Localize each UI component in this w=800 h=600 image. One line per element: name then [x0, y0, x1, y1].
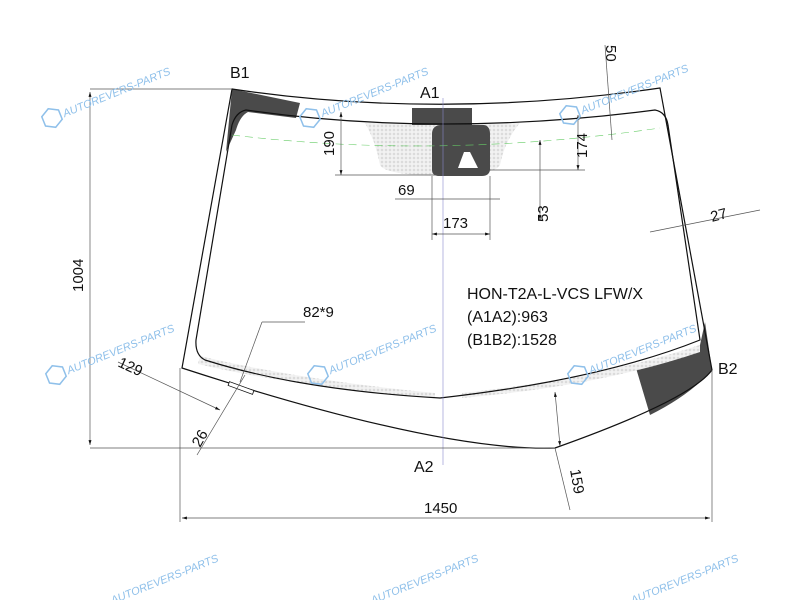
label-a1: A1 [420, 85, 440, 102]
part-code: HON-T2A-L-VCS LFW/X [467, 286, 643, 303]
a1a2-length: (A1A2):963 [467, 309, 548, 326]
frit-inner-line [195, 109, 701, 399]
dim-label-1004: 1004 [70, 259, 87, 292]
dim-label-slot: 82*9 [303, 304, 334, 321]
watermark: AUTOREVERS-PARTS [628, 553, 741, 600]
dim-label-159: 159 [566, 468, 587, 496]
label-b1: B1 [230, 65, 250, 82]
svg-text:AUTOREVERS-PARTS: AUTOREVERS-PARTS [578, 63, 691, 118]
watermark: AUTOREVERS-PARTS [44, 323, 177, 386]
watermark: AUTOREVERS-PARTS [298, 66, 431, 129]
svg-text:AUTOREVERS-PARTS: AUTOREVERS-PARTS [60, 66, 173, 121]
dim-label-26: 26 [189, 427, 212, 450]
slot [227, 381, 255, 395]
dim-label-53: 53 [535, 205, 552, 222]
watermark-logo-icon [306, 364, 330, 386]
svg-text:AUTOREVERS-PARTS: AUTOREVERS-PARTS [108, 553, 221, 600]
dim-1004 [88, 88, 555, 449]
b1b2-length: (B1B2):1528 [467, 332, 557, 349]
watermark: AUTOREVERS-PARTS [306, 323, 439, 386]
svg-text:AUTOREVERS-PARTS: AUTOREVERS-PARTS [368, 553, 481, 600]
frit-right-corner [636, 322, 712, 415]
dim-label-174: 174 [574, 133, 591, 158]
svg-text:AUTOREVERS-PARTS: AUTOREVERS-PARTS [628, 553, 741, 600]
glass-outline [181, 87, 713, 449]
dim-label-190: 190 [321, 131, 338, 156]
watermark: AUTOREVERS-PARTS [40, 66, 173, 129]
label-a2: A2 [414, 459, 434, 476]
label-b2: B2 [718, 361, 738, 378]
dim-label-129: 129 [115, 354, 145, 380]
dim-label-50: 50 [602, 45, 619, 62]
watermark: AUTOREVERS-PARTS [368, 553, 481, 600]
watermark: AUTOREVERS-PARTS [108, 553, 221, 600]
frit-left-corner [226, 89, 300, 152]
watermark-logo-icon [40, 107, 64, 129]
dim-label-27: 27 [709, 205, 730, 226]
dim-1450 [179, 368, 713, 522]
watermark-logo-icon [298, 107, 322, 129]
watermark-logo-icon [566, 364, 590, 386]
watermark-logo-icon [558, 104, 582, 126]
bottom-dotted-band [198, 345, 700, 398]
dim-label-69: 69 [398, 182, 415, 199]
dim-label-1450: 1450 [424, 500, 457, 517]
sensor-window [458, 152, 478, 168]
svg-text:AUTOREVERS-PARTS: AUTOREVERS-PARTS [326, 323, 439, 378]
watermark-logo-icon [44, 364, 68, 386]
dim-label-173: 173 [443, 215, 468, 232]
